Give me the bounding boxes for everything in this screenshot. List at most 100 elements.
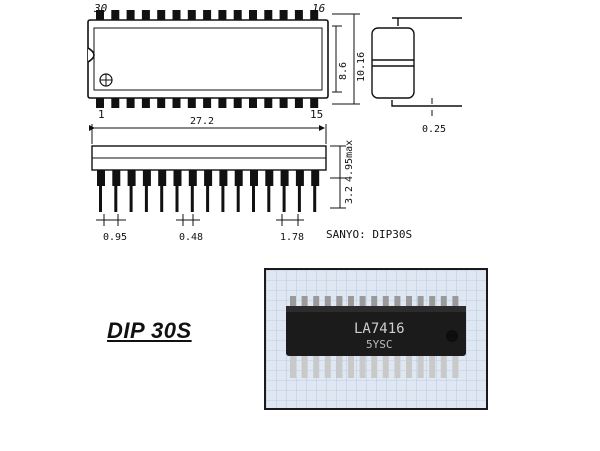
photo-pin bbox=[382, 356, 389, 378]
side-lead-shoulder bbox=[234, 170, 243, 186]
photo-pin bbox=[348, 356, 354, 378]
package-caption: DIP 30S bbox=[107, 318, 192, 343]
top-pin bbox=[157, 10, 166, 20]
side-lead-shoulder bbox=[265, 170, 274, 186]
side-lead-shoulder bbox=[97, 170, 105, 186]
top-pin bbox=[264, 10, 273, 20]
side-lead bbox=[99, 186, 102, 212]
package-code: SANYO: DIP30S bbox=[326, 228, 412, 241]
photo-pin bbox=[290, 296, 296, 306]
height-dimension bbox=[330, 145, 346, 209]
side-lead bbox=[160, 186, 164, 212]
photo-pin bbox=[429, 356, 436, 378]
side-lead bbox=[282, 186, 286, 212]
bottom-pin bbox=[249, 98, 257, 108]
side-lead-shoulder bbox=[173, 170, 182, 186]
top-pin bbox=[233, 10, 242, 20]
photo-pin bbox=[301, 356, 308, 378]
bottom-pin bbox=[233, 98, 242, 108]
photo-pin bbox=[336, 296, 343, 306]
bottom-pin bbox=[111, 98, 120, 108]
top-pin bbox=[310, 10, 319, 20]
side-lead bbox=[190, 186, 194, 212]
side-lead-shoulder bbox=[188, 170, 197, 186]
chip-photo: LA7416 5YSC bbox=[264, 268, 488, 410]
chip-marking-2: 5YSC bbox=[366, 338, 393, 351]
bottom-pin bbox=[279, 98, 288, 108]
side-lead bbox=[313, 186, 317, 212]
side-lead bbox=[206, 186, 210, 212]
dim-1-78: 1.78 bbox=[280, 232, 304, 243]
photo-pin bbox=[406, 356, 412, 378]
dim-10-16: 10.16 bbox=[356, 52, 367, 82]
top-pin bbox=[187, 10, 196, 20]
top-pin bbox=[203, 10, 212, 20]
side-lead-shoulder bbox=[250, 170, 258, 186]
top-pin bbox=[218, 10, 227, 20]
top-pin bbox=[96, 10, 104, 20]
photo-pin bbox=[440, 356, 447, 378]
bottom-pin bbox=[264, 98, 273, 108]
dim-0-25: 0.25 bbox=[422, 124, 446, 135]
photo-pin bbox=[313, 296, 320, 306]
photo-pin bbox=[452, 356, 459, 378]
top-pin bbox=[141, 10, 150, 20]
photo-pin bbox=[394, 356, 401, 378]
side-lead bbox=[114, 186, 118, 212]
photo-pin bbox=[359, 296, 366, 306]
top-pin bbox=[279, 10, 288, 20]
photo-pin bbox=[406, 296, 412, 306]
photo-pin bbox=[324, 296, 331, 306]
side-lead-shoulder bbox=[112, 170, 121, 186]
bottom-pin bbox=[141, 98, 150, 108]
dim-0-95: 0.95 bbox=[103, 232, 127, 243]
photo-pin bbox=[417, 356, 424, 378]
side-lead bbox=[267, 186, 271, 212]
photo-pin bbox=[382, 296, 389, 306]
photo-pin bbox=[371, 296, 378, 306]
photo-pin bbox=[394, 296, 401, 306]
side-leads bbox=[97, 170, 320, 212]
photo-pin bbox=[371, 356, 378, 378]
side-lead bbox=[236, 186, 240, 212]
width-dimension-lines bbox=[332, 13, 360, 105]
chip-marking-1: LA7416 bbox=[354, 321, 405, 337]
end-view bbox=[371, 17, 462, 116]
top-pin bbox=[111, 10, 120, 20]
side-view bbox=[91, 145, 327, 171]
bottom-pins bbox=[96, 98, 319, 108]
bottom-pin bbox=[203, 98, 212, 108]
side-lead bbox=[252, 186, 255, 212]
bottom-pin bbox=[96, 98, 104, 108]
bottom-pin bbox=[294, 98, 303, 108]
dim-0-48: 0.48 bbox=[179, 232, 203, 243]
photo-pin bbox=[452, 296, 459, 306]
photo-pin bbox=[417, 296, 424, 306]
top-pins bbox=[96, 10, 319, 20]
side-lead-shoulder bbox=[311, 170, 320, 186]
side-lead-shoulder bbox=[295, 170, 304, 186]
photo-pin bbox=[440, 296, 447, 306]
side-lead bbox=[129, 186, 133, 212]
photo-pin bbox=[324, 356, 331, 378]
photo-pin bbox=[301, 296, 308, 306]
chip-photo-art: LA7416 5YSC bbox=[266, 270, 486, 408]
dim-4-95max: 4.95max bbox=[344, 140, 355, 182]
side-lead-shoulder bbox=[280, 170, 289, 186]
package-drawing: 30 16 1 15 8.6 10.16 0.25 27.2 4.95ma bbox=[87, 2, 462, 243]
bottom-pin bbox=[126, 98, 135, 108]
side-lead-shoulder bbox=[158, 170, 167, 186]
top-view bbox=[87, 19, 329, 99]
top-pin bbox=[249, 10, 257, 20]
photo-pin bbox=[348, 296, 354, 306]
side-lead-shoulder bbox=[219, 170, 228, 186]
dim-8-6: 8.6 bbox=[338, 62, 349, 80]
side-lead bbox=[175, 186, 179, 212]
photo-pin bbox=[313, 356, 320, 378]
bottom-pin bbox=[157, 98, 166, 108]
top-pin bbox=[172, 10, 181, 20]
side-lead bbox=[221, 186, 225, 212]
pin-label-30: 30 bbox=[93, 2, 108, 15]
side-lead-shoulder bbox=[204, 170, 213, 186]
photo-pin bbox=[290, 356, 296, 378]
